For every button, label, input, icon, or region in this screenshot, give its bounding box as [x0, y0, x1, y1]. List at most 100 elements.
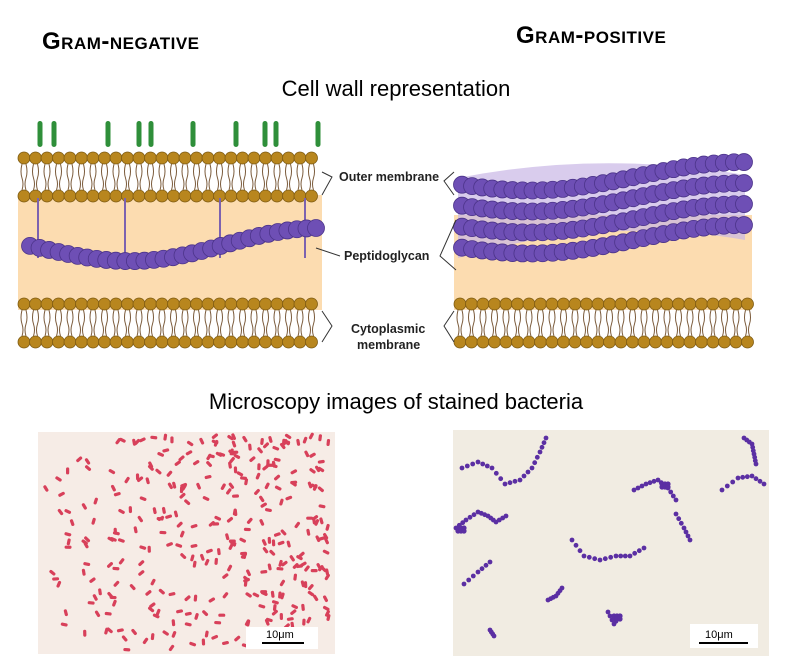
coccus — [651, 478, 657, 484]
bacterium-rod — [273, 532, 281, 537]
lipid-head — [580, 335, 593, 349]
bacterium-rod — [206, 461, 212, 467]
bacterium-rod — [168, 592, 176, 597]
lipid-head — [614, 297, 628, 311]
lipid-tail — [583, 309, 586, 337]
bacterium-rod — [91, 517, 96, 525]
bacterium-rod — [193, 460, 200, 466]
lipid-tail — [709, 309, 713, 337]
coccus — [543, 435, 549, 441]
lipid-head — [213, 151, 226, 165]
lipid-tail — [721, 309, 724, 337]
lipid-head — [672, 335, 685, 349]
coccus-cluster — [665, 484, 671, 490]
bacterium-rod — [293, 573, 298, 581]
bacterium-rod — [150, 578, 156, 586]
lipid-tail — [713, 309, 717, 337]
lipid-tail — [537, 309, 540, 337]
bacterium-rod — [179, 492, 186, 499]
lipid-tail — [197, 309, 200, 337]
membrane-label: membrane — [357, 338, 420, 352]
bacterium-rod — [112, 531, 120, 536]
lipid-head — [741, 297, 754, 311]
lipid-head — [637, 335, 651, 349]
coccus — [586, 554, 592, 560]
bacterium-rod — [166, 542, 173, 547]
coccus — [636, 548, 642, 554]
lipid-head — [132, 151, 146, 165]
lipid-head — [86, 189, 100, 203]
bacterium-rod — [274, 474, 281, 481]
lipid-head — [86, 297, 100, 311]
lipid-tail — [36, 163, 39, 191]
coccus — [719, 487, 725, 493]
lipid-tail — [472, 309, 475, 337]
lipid-tail — [698, 309, 701, 337]
bacterium-rod — [107, 536, 114, 542]
lipid-tail — [250, 309, 254, 337]
bacterium-rod — [64, 532, 72, 537]
bacterium-rod — [84, 536, 91, 543]
coccus — [461, 581, 467, 587]
bacterium-rod — [222, 592, 229, 599]
coccus — [647, 480, 653, 486]
lipid-tail — [112, 309, 116, 337]
bacterium-rod — [279, 498, 284, 506]
lps-chain — [233, 121, 239, 147]
bacterium-rod — [139, 437, 146, 443]
lipid-head — [75, 297, 88, 311]
lipid-head — [17, 335, 31, 349]
cell-wall-subtitle: Cell wall representation — [281, 76, 511, 101]
bacterium-rod — [168, 644, 175, 652]
bacterium-rod — [165, 514, 173, 519]
lipid-head — [282, 151, 295, 165]
bacterium-rod — [55, 476, 62, 482]
lipid-tail — [24, 309, 28, 337]
lipid-tail — [174, 163, 177, 191]
lipid-head — [293, 335, 307, 349]
lipid-tail — [93, 163, 97, 191]
coccus — [605, 609, 611, 615]
lipid-tail — [564, 309, 567, 337]
coccus — [740, 474, 746, 480]
lipid-tail — [675, 309, 678, 337]
bacterium-rod — [262, 547, 269, 554]
lipid-head — [40, 335, 54, 349]
bacterium-rod — [158, 588, 165, 595]
lipid-head — [465, 335, 478, 349]
bacterium-rod — [301, 603, 305, 611]
lipid-tail — [170, 309, 173, 337]
bacterium-rod — [292, 563, 299, 569]
bacterium-rod — [104, 611, 112, 616]
lipid-head — [98, 335, 111, 349]
lipid-tail — [289, 309, 292, 337]
bacterium-rod — [156, 516, 164, 521]
lps-chain — [37, 121, 43, 147]
coccus — [559, 585, 565, 591]
bacterium-rod — [58, 491, 65, 497]
bacterium-rod — [190, 543, 198, 548]
bacterium-rod — [178, 455, 185, 462]
bacterium-rod — [227, 435, 234, 441]
bacterium-rod — [118, 508, 125, 514]
lipid-head — [511, 335, 524, 349]
lipid-head — [534, 297, 547, 311]
lipid-tail — [151, 163, 154, 191]
bacterium-rod — [222, 573, 229, 579]
lipid-tail — [216, 163, 219, 191]
lipid-head — [63, 297, 77, 311]
bacterium-rod — [263, 442, 269, 449]
lipid-tail — [308, 163, 311, 191]
lipid-tail — [208, 163, 212, 191]
bacterium-rod — [66, 467, 70, 475]
bacterium-rod — [63, 609, 68, 617]
bacterium-rod — [204, 558, 210, 566]
lipid-head — [649, 335, 662, 349]
lipid-tail — [629, 309, 632, 337]
lipid-tail — [227, 163, 231, 191]
lipid-head — [213, 335, 226, 349]
coccus — [641, 545, 647, 551]
lipid-tail — [491, 309, 494, 337]
bacterium-rod — [162, 448, 170, 453]
lipid-head — [626, 297, 639, 311]
